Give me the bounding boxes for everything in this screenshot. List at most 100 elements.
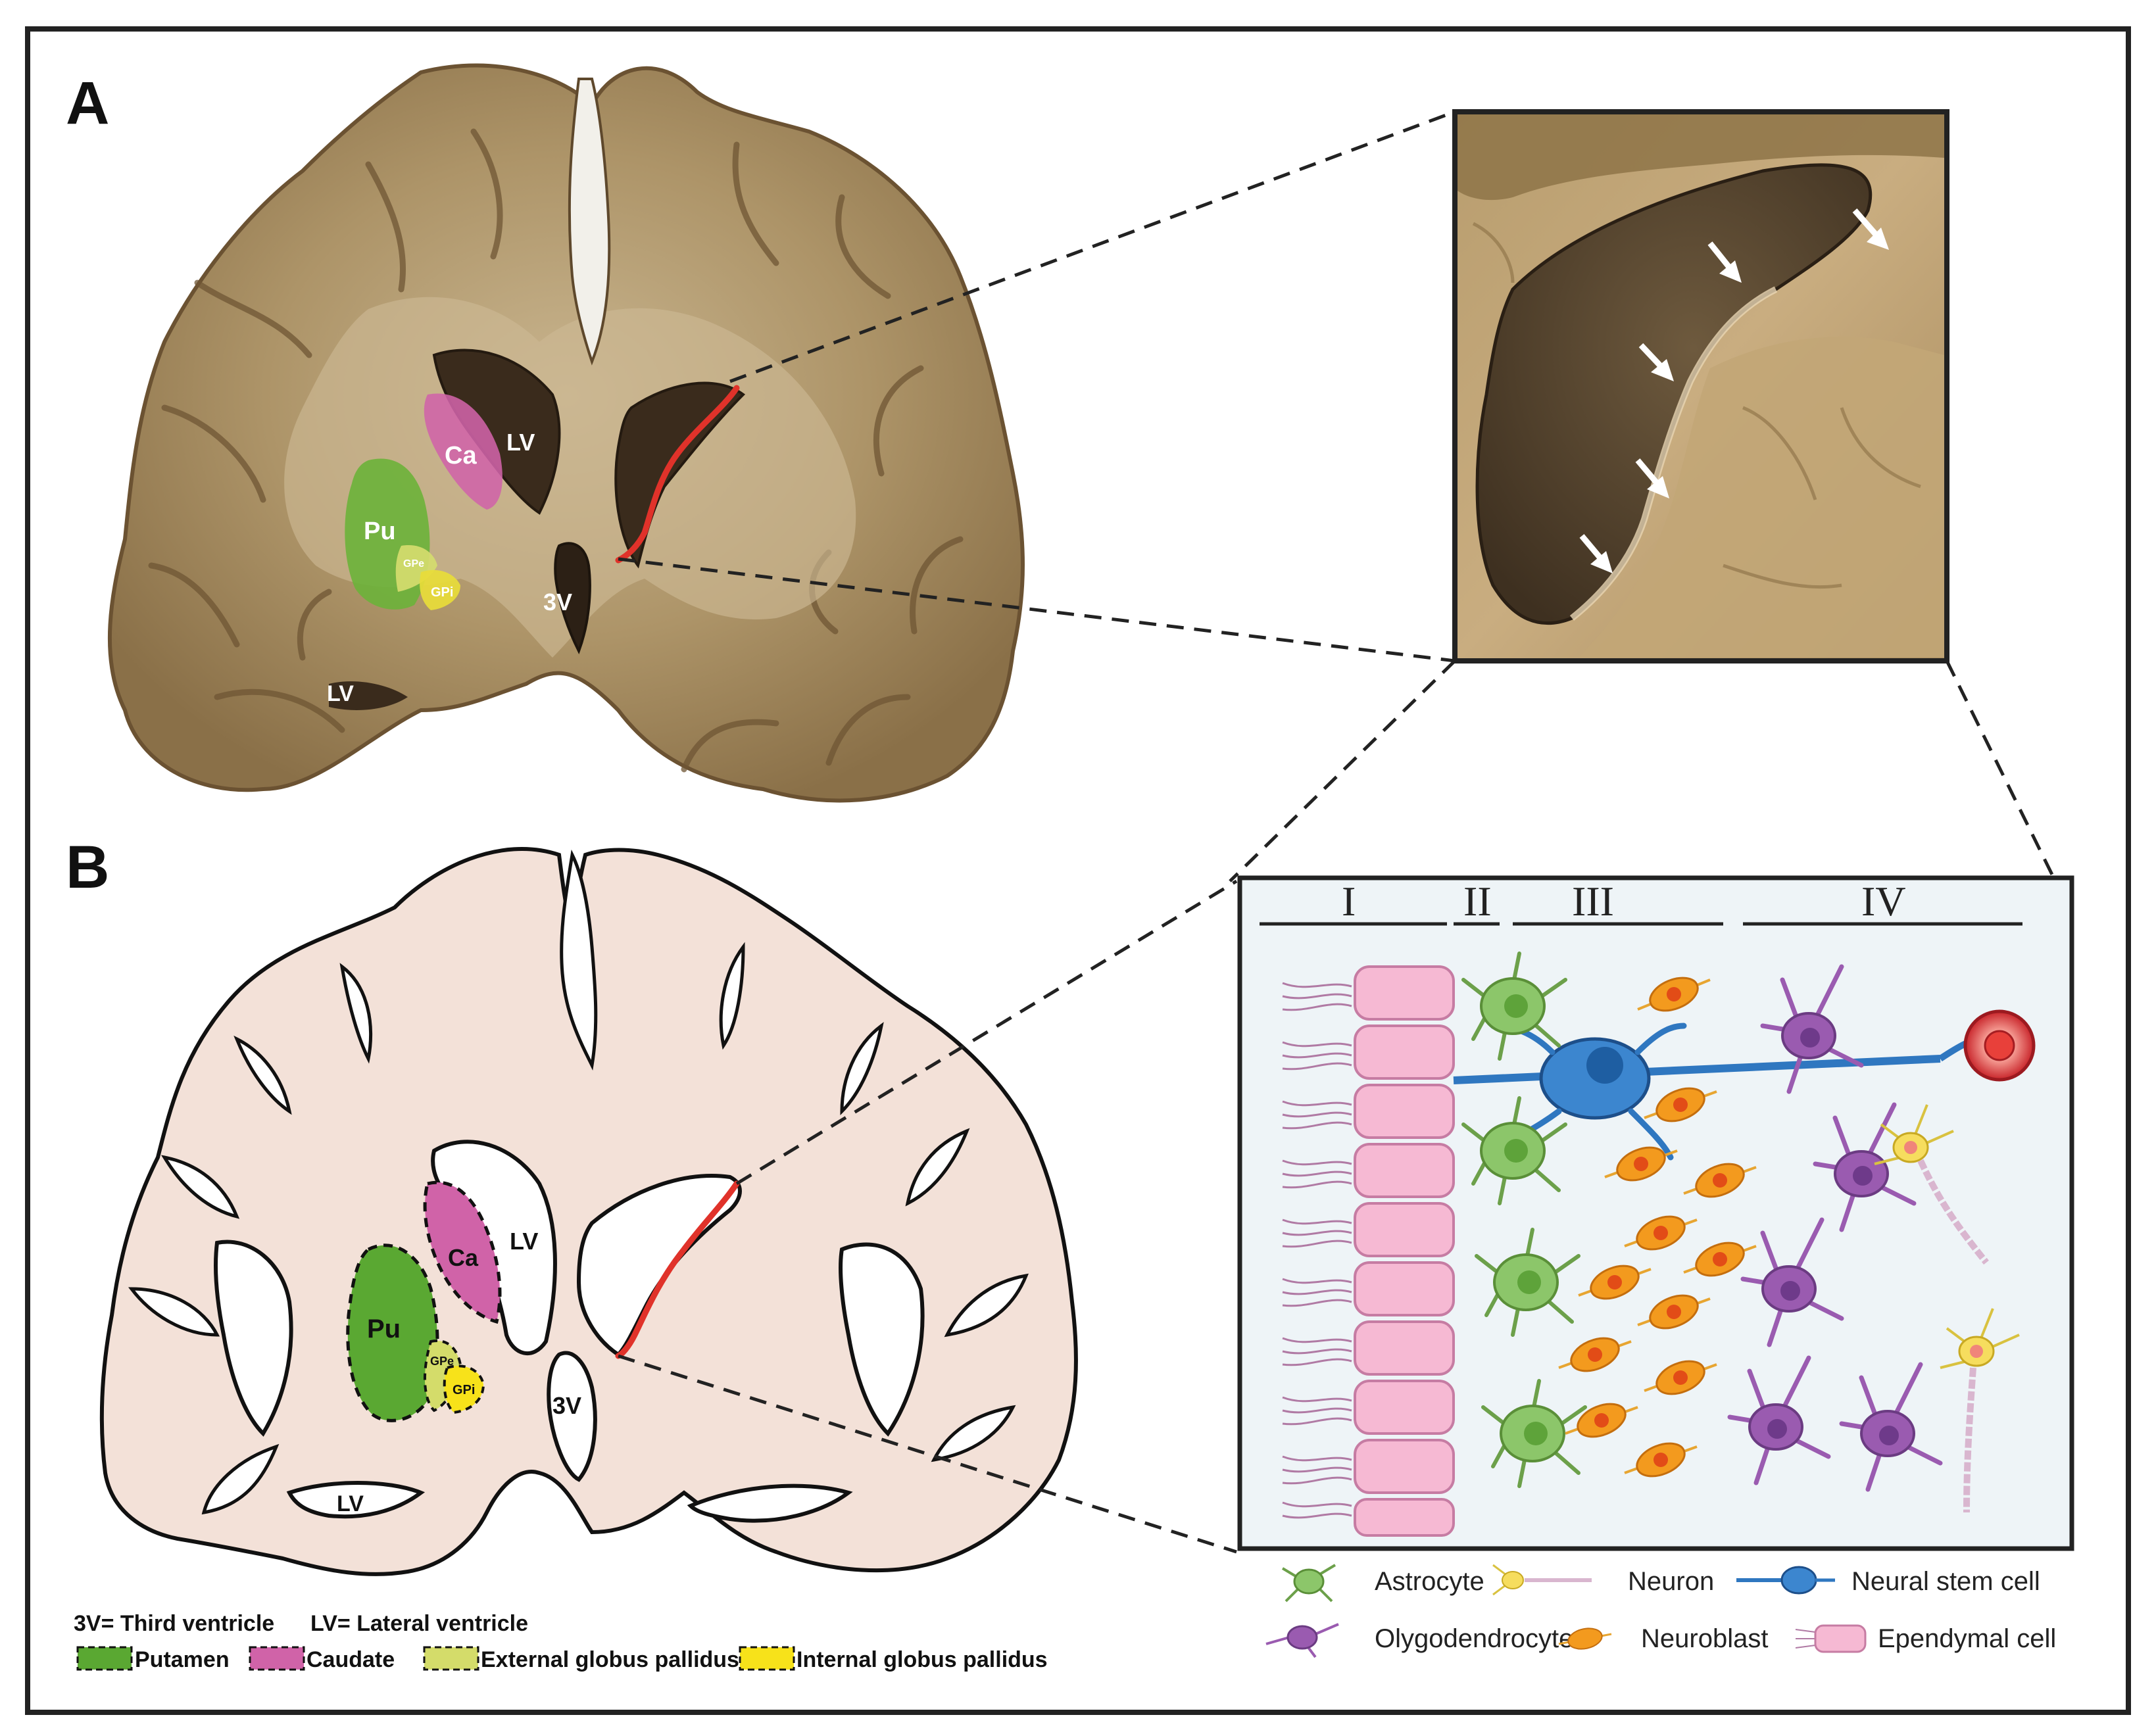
legend-ependymal-label: Ependymal cell [1878,1624,2056,1653]
legend-neuroblast-label: Neuroblast [1641,1624,1768,1653]
photo-label-3v: 3V [543,589,572,615]
inset-photo [1452,109,1949,663]
ependymal-cilia [1282,982,1352,1519]
schematic-gpe [424,1339,462,1412]
schematic-label-3v: 3V [552,1392,581,1419]
neuron [1940,1308,2020,1513]
gpe-swatch [423,1646,479,1671]
gpi-swatch [739,1646,795,1671]
schematic-label-ca: Ca [448,1244,479,1271]
photo-label-ca: Ca [445,442,477,470]
legend-caudate-label: Caudate [306,1647,395,1672]
schematic-gpi [443,1364,485,1414]
neuroblast [1683,1242,1757,1277]
ependymal-column [1282,965,1455,1537]
neuroblast [1637,976,1711,1012]
neuroblast [1624,1442,1698,1478]
neuroblast-icon [1558,1628,1612,1650]
panel-b-connectors [618,879,1238,1554]
legend-gpi: Internal globus pallidus [739,1646,1048,1672]
photo-label-gpe: GPe [403,558,424,569]
legend-neuron-label: Neuron [1628,1567,1714,1596]
neuroblast [1644,1087,1717,1122]
neuroblasts [1558,976,1757,1478]
legend-neuron: Neuron [1492,1564,1714,1596]
neuroblast [1683,1163,1757,1198]
astrocyte-icon [1281,1564,1336,1603]
putamen-swatch [76,1646,133,1671]
photo-label-lv2: LV [327,681,354,706]
abbrev-3v: 3V= Third ventricle [74,1611,274,1636]
inset-arrows [1579,208,1889,573]
layer-label-iii: III [1572,878,1614,925]
ependymal-cells [1354,965,1455,1537]
photo-sulci [148,128,964,773]
photo-svz-line [615,385,740,564]
schematic-svz-line [615,1180,740,1359]
panel-b-letter: B [66,834,109,901]
oligodendrocyte [1760,964,1864,1094]
schematic-third-ventricle [547,1351,597,1482]
oligodendrocyte-icon [1265,1623,1339,1658]
schematic-label-gpi: GPi [453,1383,475,1397]
legend-putamen-label: Putamen [135,1647,230,1672]
astrocytes [1461,952,1587,1488]
neuron-icon [1492,1564,1592,1596]
arrow-icon [1852,208,1889,250]
photo-gpi-region [420,569,460,610]
legend-gpi-label: Internal globus pallidus [796,1647,1048,1672]
arrow-icon [1635,458,1669,498]
schematic-lv-temporal [286,1481,426,1519]
brain-schematic: Ca LV Pu GPe GPi 3V LV [99,847,1078,1576]
region-legend: 3V= Third ventricle LV= Lateral ventricl… [74,1611,1048,1672]
inset-right-tissue [1579,337,1944,658]
photo-label-pu: Pu [364,518,396,545]
photo-temporal-horn [329,681,408,710]
astrocyte [1475,1228,1580,1337]
inset-wall-highlight [1569,286,1778,621]
legend-oligo: Olygodendrocyte [1265,1623,1573,1658]
schematic-right-temporal [687,1483,853,1523]
legend-astrocyte: Astrocyte [1281,1564,1484,1603]
panel-a-letter: A [66,70,109,137]
neural-stem-cell-icon [1736,1566,1835,1595]
neuroblast [1565,1403,1638,1438]
panel-a-connectors [618,110,2054,882]
astrocyte [1461,1096,1567,1205]
legend-nsc: Neural stem cell [1736,1566,2040,1596]
neuroblast [1624,1215,1698,1251]
inset-texture [1472,222,1921,589]
cell-legend: Astrocyte Neuron Neural stem cell Olygod… [1265,1564,2056,1658]
legend-astrocyte-label: Astrocyte [1375,1567,1484,1596]
neuroblast [1637,1294,1711,1330]
legend-putamen: Putamen [76,1646,230,1672]
neurons [1874,1104,2020,1513]
legend-gpe-label: External globus pallidus [481,1647,739,1672]
schematic-sulci [128,942,1029,1515]
schematic-silhouette [99,847,1078,1576]
schematic-right-insula [839,1242,925,1437]
legend-ependymal: Ependymal cell [1795,1624,2056,1653]
legend-nsc-label: Neural stem cell [1851,1567,2040,1596]
cell-panel: I II III IV [1237,875,2074,1551]
oligodendrocyte [1740,1217,1844,1347]
oligodendrocyte [1839,1362,1943,1492]
oligodendrocytes [1727,964,1943,1492]
neuroblast [1604,1146,1678,1182]
arrow-icon [1638,343,1674,381]
schematic-midline [560,850,598,1071]
schematic-label-lv: LV [510,1228,538,1255]
inset-top-tissue [1458,114,1944,201]
schematic-left-insula [214,1240,293,1437]
astrocyte [1461,952,1567,1061]
schematic-label-lv2: LV [337,1491,364,1516]
photo-gpe-region [395,545,437,592]
legend-caudate: Caudate [249,1646,395,1672]
photo-label-gpi: GPi [431,585,453,600]
neuroblast [1644,1360,1717,1395]
neuron [1874,1104,1989,1265]
schematic-putamen [346,1243,439,1422]
schematic-label-pu: Pu [367,1314,401,1343]
neuroblast [1558,1337,1632,1372]
